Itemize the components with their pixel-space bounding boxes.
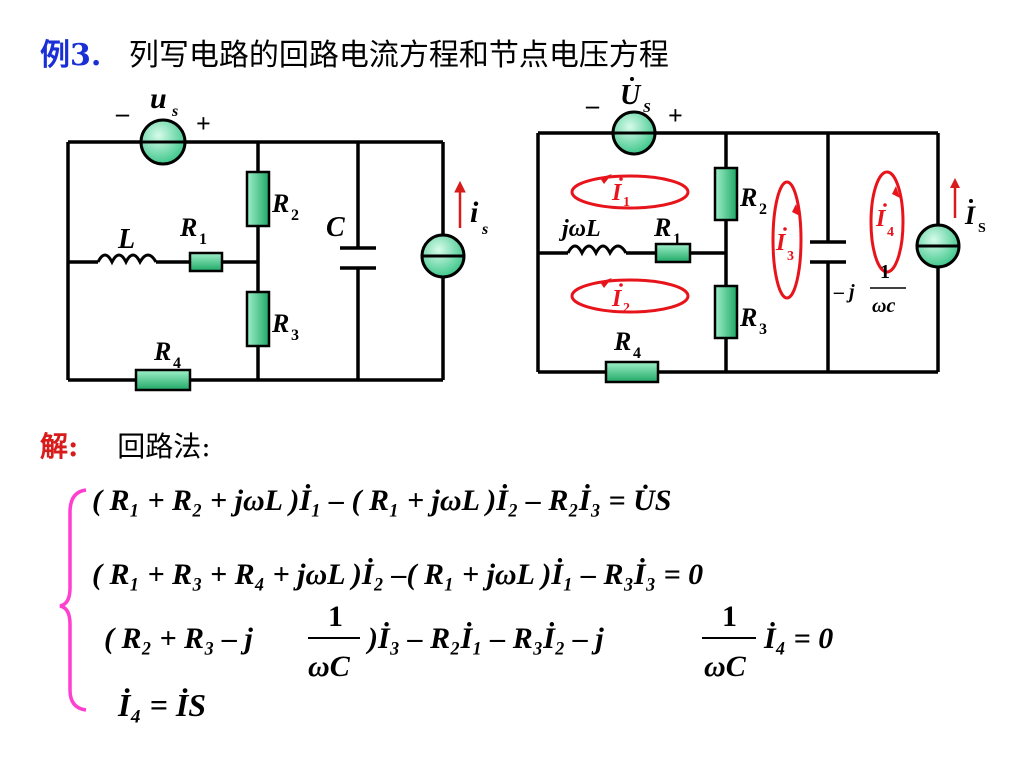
loop-4-ellipse <box>869 170 905 274</box>
equation-1: ( R₁ + R₂ + jωL )İ₁ – ( R₁ + jωL )İ₂ – R… <box>92 484 671 517</box>
right-cap-num: 1 <box>880 261 890 283</box>
left-inductor-label: L <box>117 224 135 255</box>
equation-brace <box>59 488 87 712</box>
left-minus: – <box>115 99 130 128</box>
loop-ellipses <box>570 170 905 314</box>
left-resistor-r4 <box>134 368 192 392</box>
left-resistor-r2 <box>245 170 271 228</box>
left-plus: + <box>196 109 211 138</box>
equation-3-frac1-den: ωC <box>308 650 351 683</box>
equation-3-frac2-den: ωC <box>704 650 747 683</box>
loop-1-label: I <box>611 180 623 206</box>
right-r2-label: R <box>739 183 757 212</box>
right-resistor-r3 <box>713 284 739 340</box>
right-capacitor <box>810 240 846 264</box>
equation-3-frac1-num: 1 <box>328 600 343 633</box>
left-inductor <box>96 253 158 266</box>
loop-3-sub: 3 <box>787 249 794 264</box>
right-minus: – <box>585 91 600 120</box>
right-inductor <box>566 244 628 257</box>
left-r2-sub: 2 <box>291 207 299 224</box>
right-inductor-label: jωL <box>558 216 601 242</box>
example-number: 例3. <box>40 38 102 73</box>
loop-2-ellipse <box>570 278 690 314</box>
right-source-dot <box>630 77 634 81</box>
equation-3-frac2-num: 1 <box>722 600 737 633</box>
equation-3-part-b: )İ₃ – R₂İ₁ – R₃İ₂ – j <box>365 622 604 655</box>
right-r1-sub: 1 <box>673 231 681 248</box>
right-r4-sub: 4 <box>633 345 641 362</box>
right-source-sub: S <box>643 101 651 116</box>
loop-3-ellipse <box>771 180 803 300</box>
left-resistor-r3 <box>245 290 271 348</box>
left-r4-label: R <box>153 337 171 366</box>
right-source-label: U <box>620 80 642 111</box>
equation-3-part-c: İ₄ = 0 <box>763 622 833 655</box>
solution-heading: 解: 回路法: <box>40 425 211 465</box>
left-is-sub: s <box>481 221 488 238</box>
right-is-sub: S <box>978 221 986 236</box>
equation-3-part-a: ( R₂ + R₃ – j <box>104 622 254 655</box>
left-r2-label: R <box>271 189 289 218</box>
solution-label: 解: <box>40 430 79 463</box>
left-r3-sub: 3 <box>291 327 299 344</box>
right-r2-sub: 2 <box>759 201 767 218</box>
equation-4: İ₄ = İS <box>117 687 206 723</box>
right-cap-prefix: – j <box>833 281 855 303</box>
right-r1-label: R <box>653 213 671 242</box>
right-r3-sub: 3 <box>759 321 767 338</box>
loop-3-arrow <box>792 204 800 216</box>
equation-2: ( R₁ + R₃ + R₄ + jωL )İ₂ –( R₁ + jωL )İ₁… <box>92 558 703 591</box>
left-circuit <box>66 140 445 382</box>
left-r1-sub: 1 <box>199 231 207 248</box>
left-source-sub: s <box>171 103 178 120</box>
left-resistor-r1 <box>188 251 224 273</box>
loop-3-label: I <box>775 230 787 256</box>
loop-4-arrow <box>892 186 900 198</box>
loop-1-ellipse <box>570 174 690 210</box>
right-r3-label: R <box>739 303 757 332</box>
right-is-label: I <box>964 201 976 230</box>
slide-title: 例3. 列写电路的回路电流方程和节点电压方程 <box>40 30 669 74</box>
loop-2-arrow <box>600 278 612 288</box>
loop-1-sub: 1 <box>623 195 630 210</box>
loop-2-sub: 2 <box>623 301 630 316</box>
left-r4-sub: 4 <box>173 355 181 372</box>
left-capacitor-label: C <box>326 212 345 243</box>
right-r4-label: R <box>613 327 631 356</box>
left-r1-label: R <box>179 213 197 242</box>
loop-4-sub: 4 <box>887 225 894 240</box>
loop-1-arrow <box>600 174 612 184</box>
right-resistor-r2 <box>713 166 739 222</box>
left-source-label: u <box>150 82 167 115</box>
method-label: 回路法: <box>117 430 211 463</box>
left-r3-label: R <box>271 309 289 338</box>
right-plus: + <box>668 101 683 130</box>
left-capacitor <box>340 246 376 270</box>
right-resistor-r1 <box>654 242 692 264</box>
right-cap-den: ωc <box>872 295 895 317</box>
right-resistor-r4 <box>604 360 660 384</box>
title-text: 列写电路的回路电流方程和节点电压方程 <box>128 38 669 73</box>
right-circuit <box>536 131 940 374</box>
loop-4-label: I <box>875 206 887 232</box>
loop-2-label: I <box>611 286 623 312</box>
left-is-label: i <box>470 196 479 229</box>
